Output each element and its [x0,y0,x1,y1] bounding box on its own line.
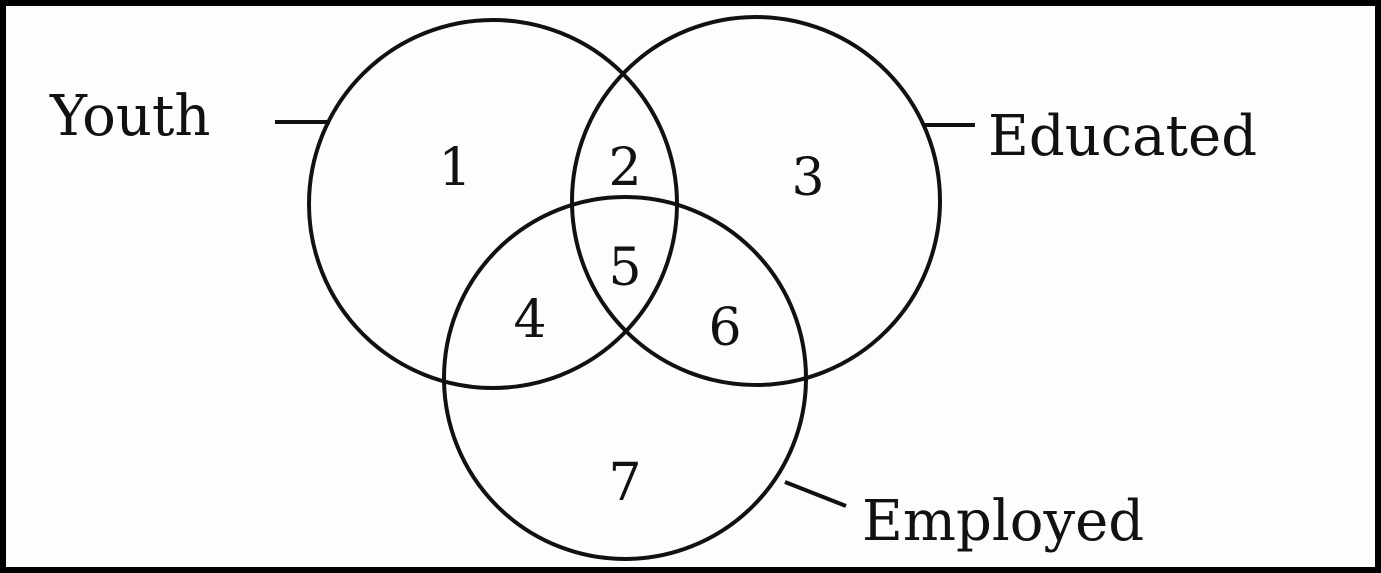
region-3: 3 [791,148,824,208]
educated-circle [570,15,942,387]
region-5: 5 [608,238,641,298]
youth-label: Youth [49,84,210,149]
employed-label: Employed [862,489,1144,554]
employed-leader-line [784,480,847,508]
region-2: 2 [608,138,641,198]
employed-circle [442,195,808,561]
region-6: 6 [708,298,741,358]
region-1: 1 [438,138,471,198]
educated-label: Educated [988,104,1257,169]
region-7: 7 [608,453,641,513]
region-4: 4 [513,290,546,350]
